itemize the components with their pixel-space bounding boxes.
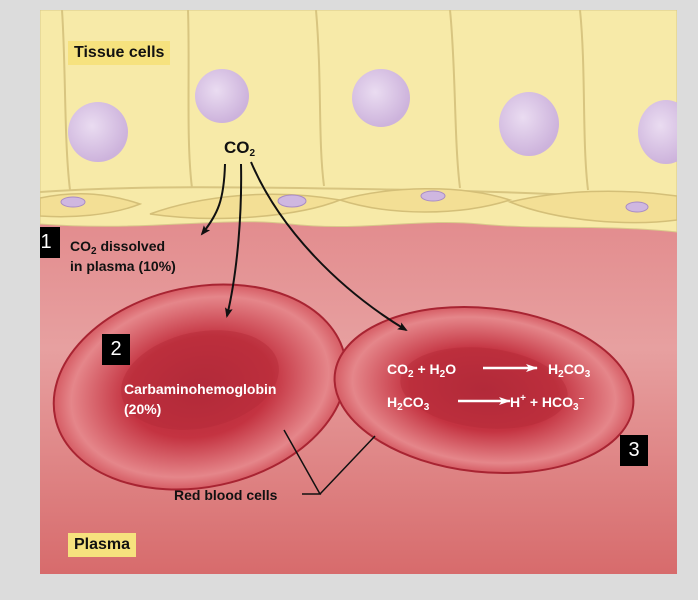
red-blood-cells-label: Red blood cells [174,487,278,503]
co2-arrows [200,161,408,332]
arrow-to-hemoglobin [224,163,243,318]
co2-source-label: CO2 [224,138,256,159]
diagram-artwork [40,10,677,574]
reaction-arrows [458,364,538,405]
reaction-2-right: H+ + HCO3– [510,393,585,413]
leader-right [319,435,376,495]
reaction-1-right: H2CO3 [548,361,591,380]
rbc-leader-lines [283,429,376,495]
arrow-to-plasma [200,163,226,236]
marker-3: 3 [620,435,648,466]
reaction-1-left: CO2 + H2O [387,361,457,380]
arrow-to-rbc-right [250,161,408,332]
carbaminohemoglobin-label: Carbaminohemoglobin (20%) [124,381,277,417]
plasma-label: Plasma [68,533,137,557]
tissue-cells-label: Tissue cells [68,41,171,65]
dissolved-co2-label: CO2 dissolved in plasma (10%) [70,238,176,274]
endothelial-nuclei [60,190,649,213]
reaction-2-left: H2CO3 [387,394,430,413]
tissue-nuclei [68,69,677,164]
marker-2: 2 [102,334,130,365]
marker-1: 1 [40,227,60,258]
diagram: Tissue cells Plasma CO2 1 2 3 CO2 dissol… [40,10,677,574]
tissue-layer [40,10,677,233]
